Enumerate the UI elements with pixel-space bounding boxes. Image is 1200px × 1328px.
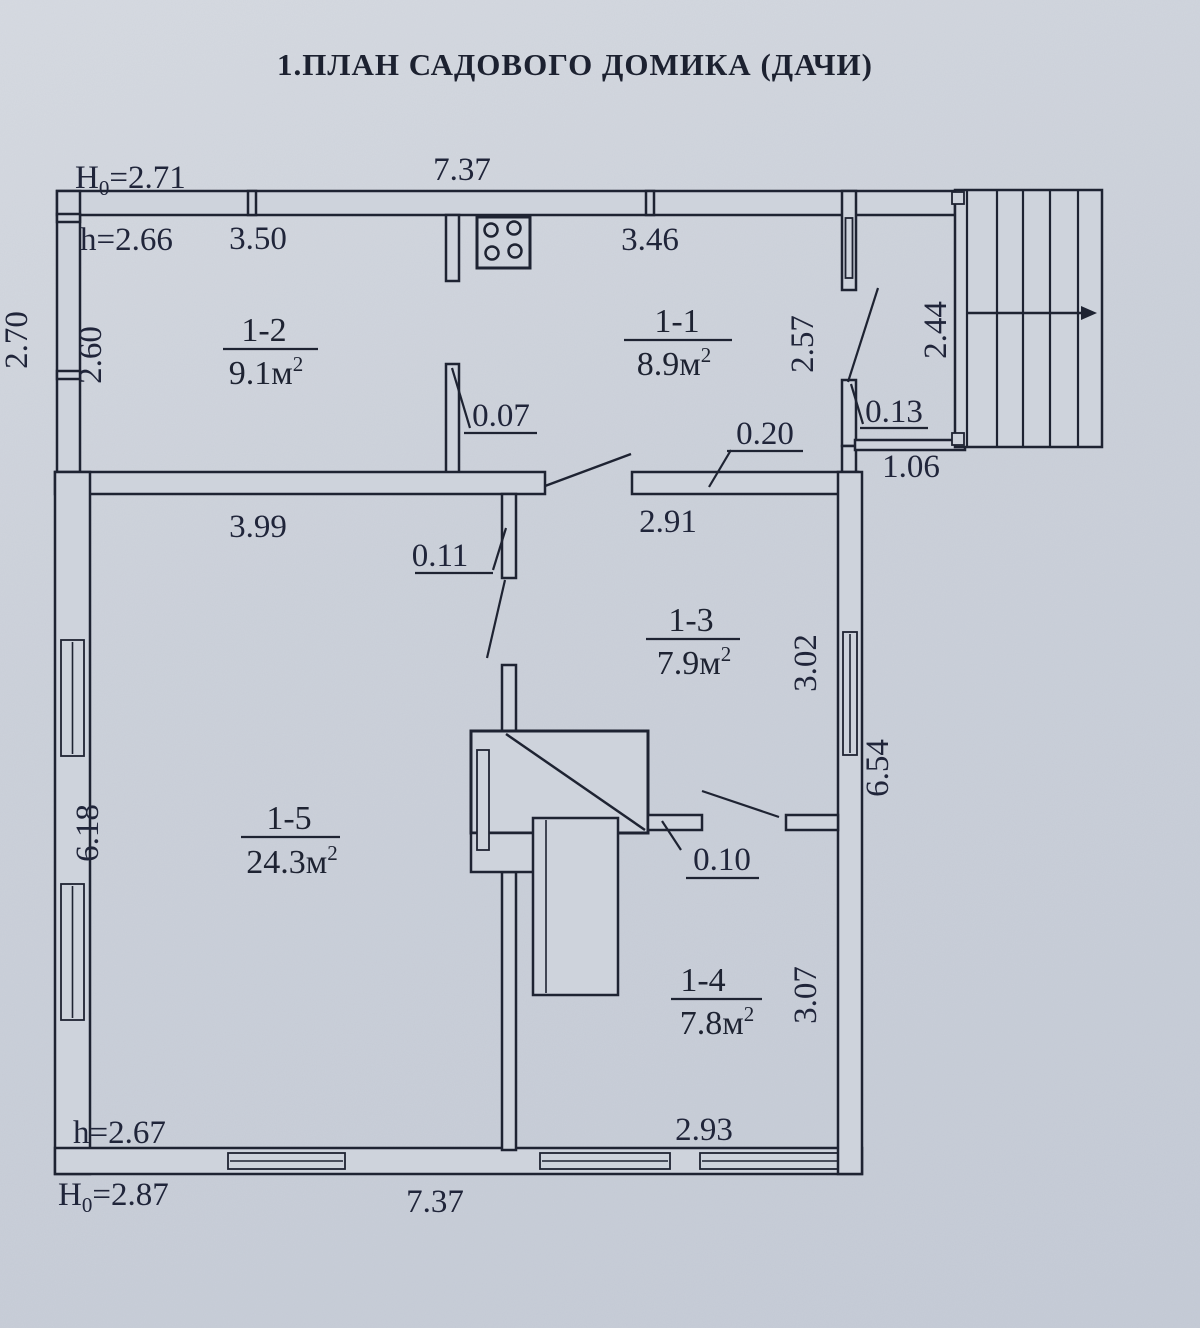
dim-h-bottom: h=2.67: [73, 1115, 166, 1151]
wall-east: [836, 470, 864, 1176]
room-label-1-1: 1-1 8.9м2: [624, 303, 732, 383]
dim-wall-007: 0.07: [472, 398, 530, 434]
room-labels: 1-2 9.1м2 1-1 8.9м2 1-3 7.9м2 1-5 24.3м2…: [223, 303, 762, 1042]
dim-wall-011: 0.11: [412, 538, 469, 574]
leader-013: [849, 383, 865, 425]
room-area: 8.9м2: [637, 343, 712, 383]
stair-notch: [951, 432, 965, 446]
dim-room14-depth: 3.07: [788, 966, 824, 1024]
dimension-labels: 7.37 H0=2.71 h=2.66 3.50 3.46 2.70 2.60 …: [0, 152, 954, 1220]
leader-011: [491, 527, 508, 571]
dim-room13-depth: 3.02: [788, 634, 824, 692]
wall-joint: [644, 189, 656, 217]
staircase-outline: [953, 188, 1104, 449]
door-leaf: [485, 579, 507, 659]
dim-wall-020: 0.20: [736, 416, 794, 452]
dim-room14-width: 2.93: [675, 1112, 733, 1148]
room-number: 1-4: [680, 962, 725, 999]
dim-top-width: 7.37: [433, 152, 491, 188]
main-house-walls: [53, 452, 864, 1176]
plan-title: 1.ПЛАН САДОВОГО ДОМИКА (ДАЧИ): [277, 47, 873, 82]
dim-bottom-width: 7.37: [406, 1184, 464, 1220]
stove-flue: [476, 749, 490, 851]
window: [844, 217, 854, 279]
door-leaf: [846, 287, 880, 383]
dim-left-outer: 2.70: [0, 311, 35, 369]
room-label-1-4: 1-4 7.8м2: [671, 962, 762, 1042]
leader-020: [708, 449, 732, 488]
dim-stair-length: 2.44: [918, 301, 954, 359]
leader-010: [661, 820, 682, 851]
partition-010-right: [784, 813, 840, 832]
room-label-1-2: 1-2 9.1м2: [223, 312, 318, 392]
stove-diagonal: [505, 732, 646, 832]
partition-1-2-1-1-lower: [444, 362, 461, 476]
dim-h0-bottom: H0=2.87: [58, 1177, 169, 1217]
dim-porch-width: 1.06: [882, 449, 940, 485]
wall-north-left: [53, 470, 547, 496]
staircase: [951, 188, 1104, 449]
dim-h-top: h=2.66: [80, 222, 173, 258]
dim-west-total: 6.18: [70, 804, 106, 862]
dim-wall-013: 0.13: [865, 394, 923, 430]
partition-011-upper: [500, 492, 518, 580]
room-area: 24.3м2: [246, 841, 338, 881]
room-number: 1-3: [668, 602, 713, 639]
room-area: 7.8м2: [680, 1002, 755, 1042]
dim-room13-width: 2.91: [639, 504, 697, 540]
leader-007: [450, 367, 472, 429]
dim-room11-depth: 2.57: [785, 315, 821, 373]
partition-010-left: [646, 813, 704, 832]
room-number: 1-2: [241, 312, 286, 349]
dimension-leaders: [415, 367, 928, 880]
closet: [531, 816, 620, 997]
door-leaf: [544, 452, 632, 488]
interior-partitions: [469, 492, 840, 1152]
staircase-direction-arrow: [1081, 306, 1097, 320]
dim-room15-width: 3.99: [229, 509, 287, 545]
stove-icon: [475, 215, 532, 270]
door-leaf: [701, 789, 780, 819]
dim-h0-top: H0=2.71: [75, 160, 186, 200]
room-area: 7.9м2: [657, 642, 732, 682]
partition-1-2-1-1-upper: [444, 213, 461, 283]
dim-wall-010: 0.10: [693, 842, 751, 878]
partition-011-middle: [500, 663, 518, 733]
wall-joint: [55, 212, 82, 224]
room-number: 1-5: [266, 800, 311, 837]
stove-block: [469, 729, 650, 997]
dim-left-inner: 2.60: [73, 326, 109, 384]
partition-011-lower: [500, 870, 518, 1152]
wall-joint: [55, 369, 82, 381]
wall-north-right: [630, 470, 860, 496]
room-label-1-5: 1-5 24.3м2: [241, 800, 340, 881]
dim-room12-width: 3.50: [229, 221, 287, 257]
wall-veranda-north: [55, 189, 957, 217]
dim-room11-width: 3.46: [621, 222, 679, 258]
room-area: 9.1м2: [229, 352, 304, 392]
wall-joint: [246, 189, 258, 217]
stair-notch: [951, 191, 965, 205]
room-label-1-3: 1-3 7.9м2: [646, 602, 740, 682]
room-number: 1-1: [654, 303, 699, 340]
dim-east-total: 6.54: [860, 739, 896, 797]
